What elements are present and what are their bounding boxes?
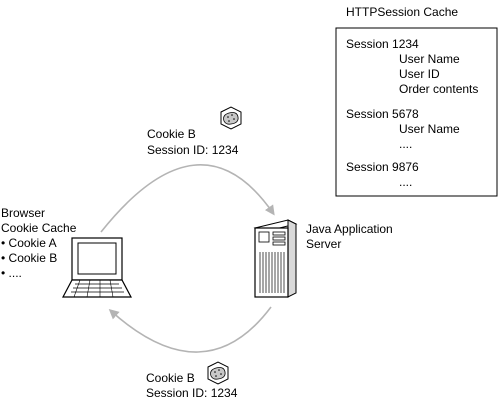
cookie-icon [207,361,229,385]
response-arrow [108,306,272,353]
cookie-list-item: • Cookie A [1,236,57,250]
cookie-icon [220,106,242,130]
server-label: Java Application [306,222,393,236]
session-1-item: User ID [399,67,440,81]
cookie-bottom-name: Cookie B [146,371,195,385]
session-3-label: Session 9876 [346,160,419,174]
laptop-icon [62,237,132,298]
session-1-item: Order contents [399,82,478,96]
cookie-top-name: Cookie B [147,127,196,141]
cookie-list-item: • .... [1,266,22,280]
session-1-label: Session 1234 [346,37,419,51]
session-2-label: Session 5678 [346,107,419,121]
cookie-bottom-session: Session ID: 1234 [146,386,238,400]
server-icon [253,219,298,298]
session-2-item: .... [399,137,412,151]
browser-label: Browser [1,206,45,220]
browser-cache-label: Cookie Cache [1,221,77,235]
server-label-line-2: Server [306,237,341,251]
cache-title: HTTPSession Cache [346,5,458,19]
session-2-item: User Name [399,122,460,136]
session-1-item: User Name [399,52,460,66]
session-3-item: .... [399,175,412,189]
cookie-list-item: • Cookie B [1,251,57,265]
request-arrow [100,164,275,233]
cookie-top-session: Session ID: 1234 [147,143,239,157]
cache-box [335,27,498,197]
